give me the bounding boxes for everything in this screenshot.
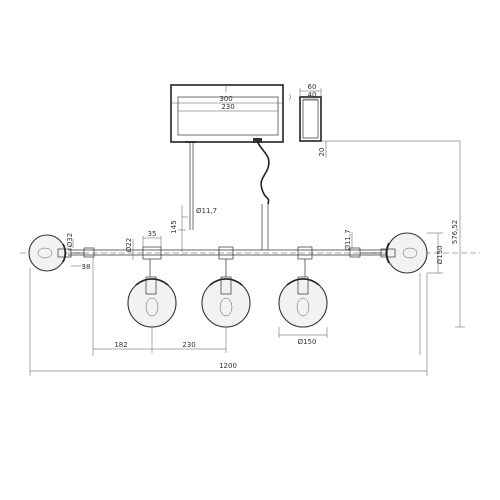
dimension-socket-length: 38 (82, 263, 91, 271)
dimension-spacing-outer: 182 (114, 341, 127, 349)
horizontal-dimensions: 182 230 1200 (29, 257, 428, 376)
overall-height-dimension: 576,52 (451, 141, 465, 328)
suspension: Ø11,7 145 (170, 140, 270, 252)
dimension-cable-diameter-left: Ø11,7 (196, 207, 217, 215)
dimension-shade-diameter-bottom: Ø150 (298, 338, 317, 346)
lamp-right: Ø150 (360, 232, 444, 355)
dimension-canopy-height: 20 (318, 148, 326, 157)
dimension-joint-width: 35 (148, 230, 157, 238)
dimension-shade-diameter-side: Ø150 (436, 246, 444, 265)
dimension-rod-height: 145 (170, 220, 178, 233)
lamp-pendant-2 (201, 259, 251, 328)
dimension-canopy-length-inner: 230 (221, 103, 234, 111)
dimension-canopy-width-outer: 60 (308, 83, 317, 91)
dimension-cable-diameter-right: Ø11,7 (344, 229, 352, 250)
dimension-bar-diameter: Ø22 (125, 238, 133, 252)
dimension-overall-height: 576,52 (451, 220, 459, 245)
lamp-pendant-1 (127, 259, 177, 353)
dimension-canopy-width-inner: 40 (308, 91, 317, 99)
dimension-socket-diameter: Ø32 (66, 233, 74, 247)
canopy-side-view: 60 40 20 (288, 83, 460, 158)
canopy-front-view: 300 230 (170, 84, 284, 143)
lamp-left: Ø32 38 (28, 233, 91, 272)
dimension-overall-length: 1200 (219, 362, 237, 370)
lamp-pendant-3: Ø150 (278, 259, 328, 346)
dimension-canopy-length-outer: 300 (219, 95, 232, 103)
dimension-spacing-inner: 230 (182, 341, 195, 349)
